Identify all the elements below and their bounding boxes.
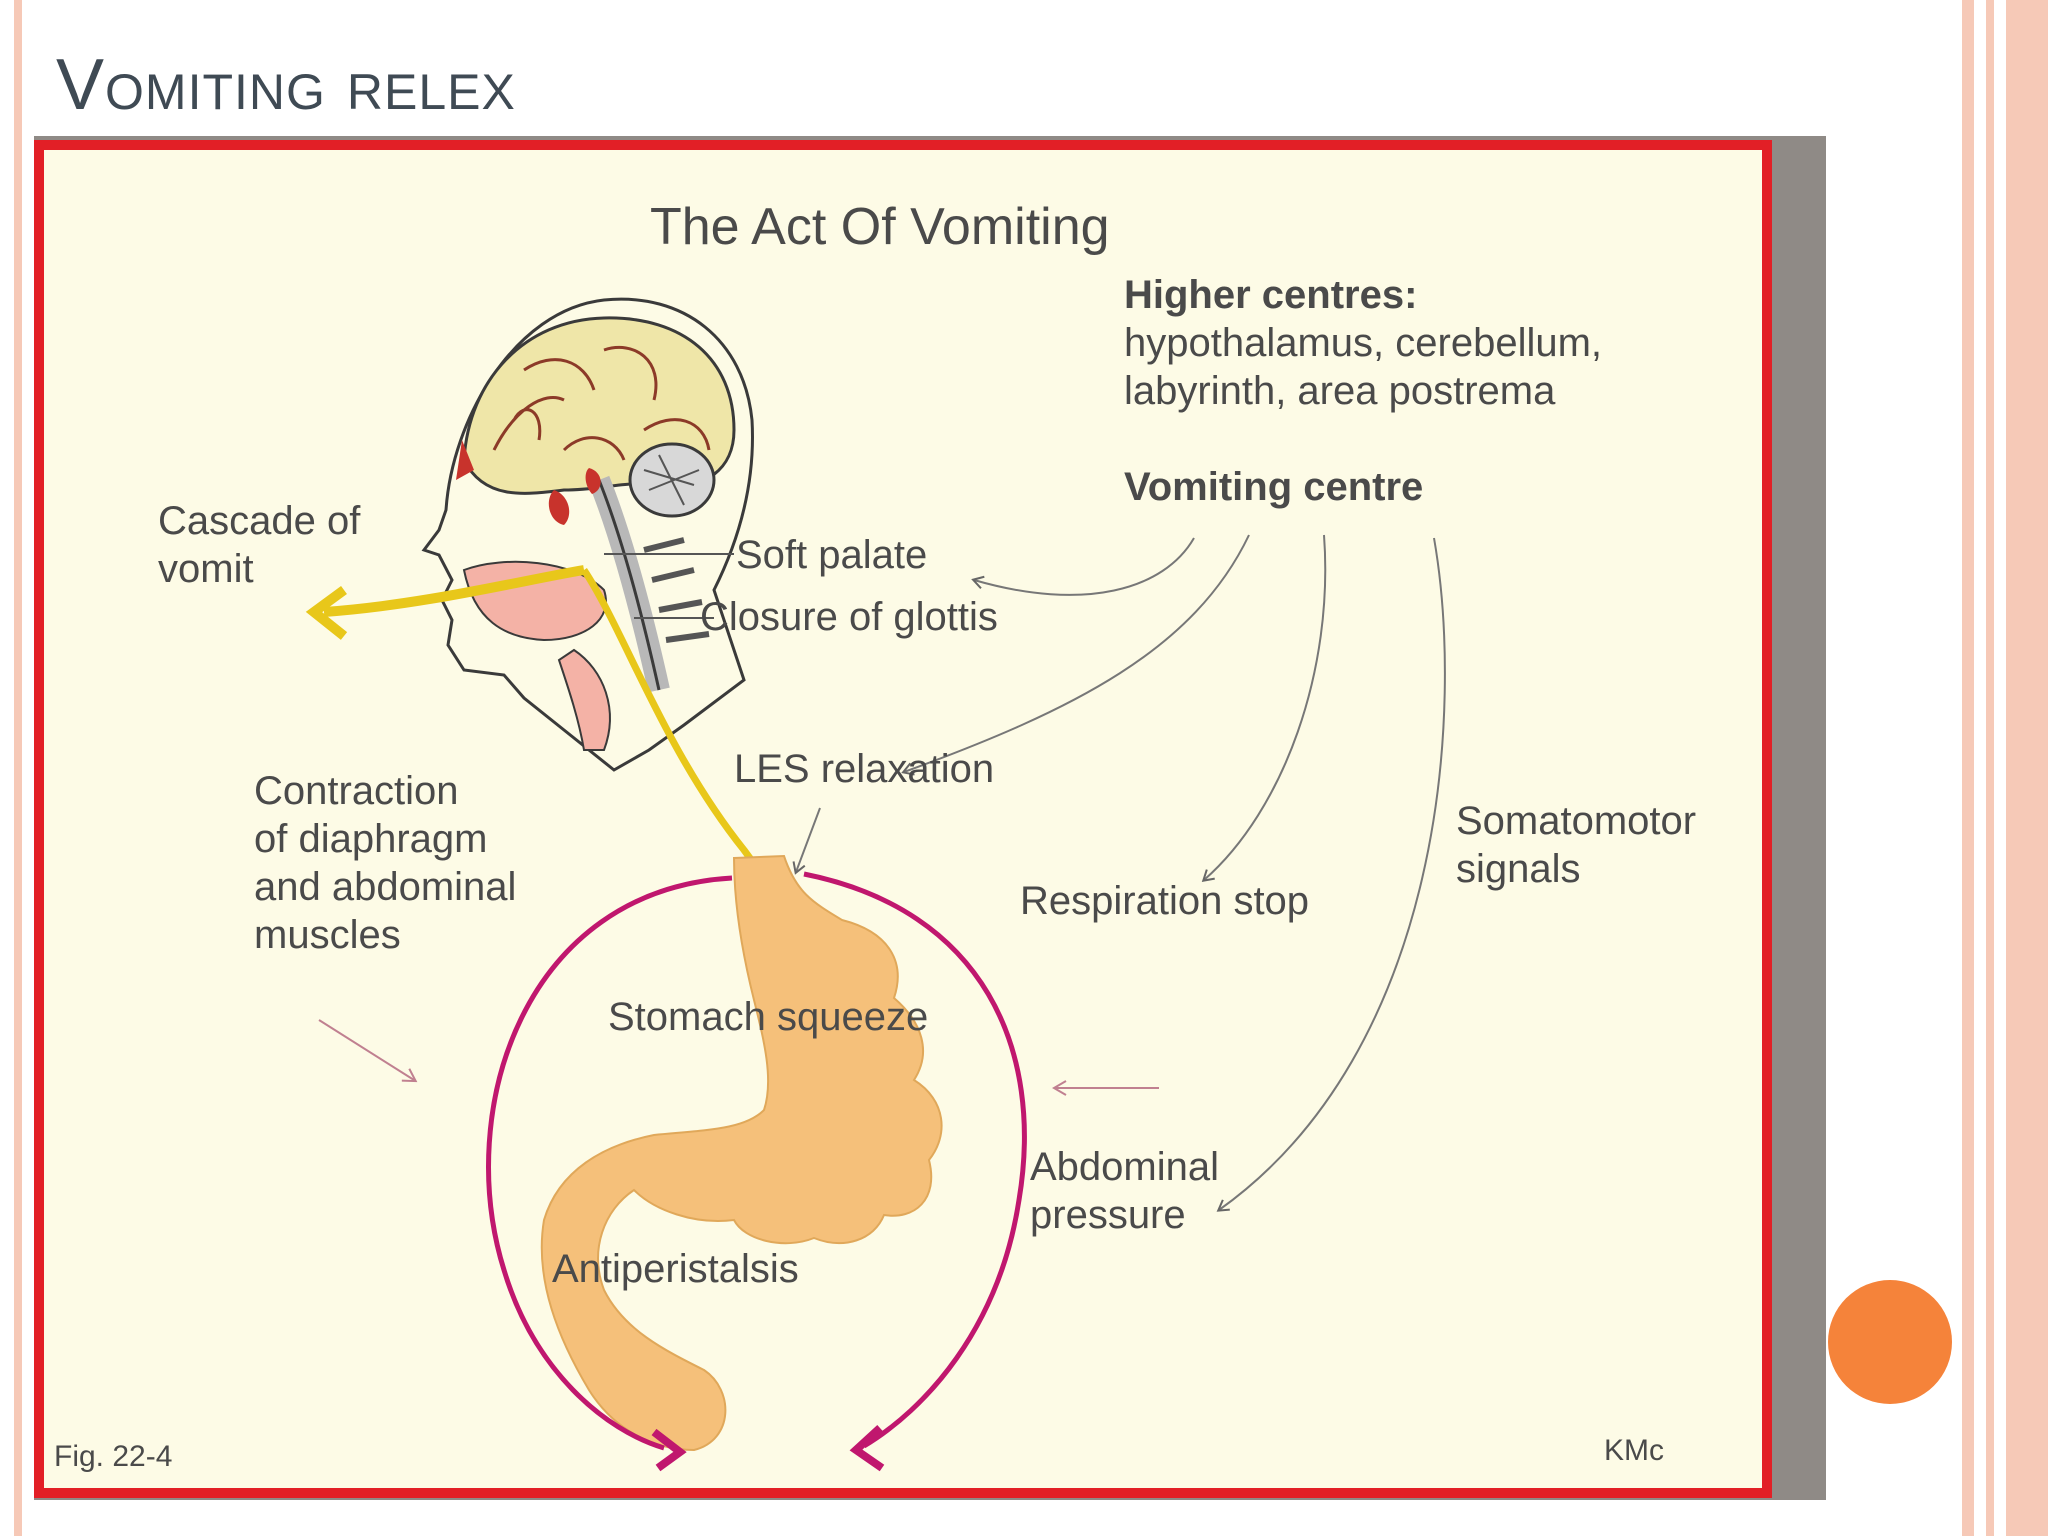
slide-title: Vomiting relex — [56, 45, 516, 125]
abdominal-pressure-label: pressure — [1030, 1193, 1186, 1237]
right-decorative-bar — [1986, 0, 1994, 1536]
signal-arrow-respiration — [1201, 534, 1327, 882]
les-label: LES relaxation — [734, 747, 994, 791]
cascade-label: Cascade of — [158, 499, 361, 543]
orange-circle-decoration — [1828, 1280, 1952, 1404]
respiration-label: Respiration stop — [1020, 879, 1309, 923]
credit-label: KMc — [1604, 1434, 1664, 1467]
signal-arrow-les — [901, 534, 1250, 776]
right-decorative-bar — [1962, 0, 1974, 1536]
signal-arrow-abdominal — [1216, 537, 1446, 1212]
antiperistalsis-label: Antiperistalsis — [552, 1247, 799, 1291]
contraction-label: of diaphragm — [254, 817, 487, 861]
somatomotor-label: Somatomotor — [1456, 799, 1696, 843]
contraction-label: and abdominal — [254, 865, 516, 909]
vomiting-centre-label: Vomiting centre — [1124, 465, 1423, 509]
vomit-cascade-arrow — [323, 565, 585, 617]
abdominal-pressure-label: Abdominal — [1030, 1145, 1219, 1189]
head-illustration — [421, 297, 754, 772]
cascade-label: vomit — [158, 547, 254, 591]
figure-number: Fig. 22-4 — [54, 1440, 172, 1473]
soft-palate-label: Soft palate — [736, 533, 927, 577]
figure-title: The Act Of Vomiting — [650, 198, 1110, 256]
stomach-illustration — [540, 854, 943, 1452]
contraction-label: Contraction — [254, 769, 459, 813]
higher-centres-list: labyrinth, area postrema — [1124, 369, 1556, 413]
pressure-arrow-left — [486, 875, 733, 1451]
signal-arrow-soft-palate — [971, 537, 1195, 596]
higher-centres-heading: Higher centres: — [1124, 273, 1417, 317]
diaphragm-arrow — [318, 1019, 418, 1083]
contraction-label: muscles — [254, 913, 401, 957]
les-leader-line — [792, 807, 821, 875]
stomach-squeeze-label: Stomach squeeze — [608, 995, 928, 1039]
vomiting-diagram: The Act Of Vomiting Higher centres: hypo… — [54, 198, 1696, 1473]
right-decorative-bar — [2006, 0, 2048, 1536]
higher-centres-list: hypothalamus, cerebellum, — [1124, 321, 1602, 365]
glottis-label: Closure of glottis — [700, 595, 998, 639]
figure-frame: The Act Of Vomiting Higher centres: hypo… — [34, 140, 1772, 1498]
somatomotor-label: signals — [1456, 847, 1581, 891]
left-decorative-bar — [14, 0, 22, 1536]
pressure-arrow-right — [803, 871, 1027, 1449]
